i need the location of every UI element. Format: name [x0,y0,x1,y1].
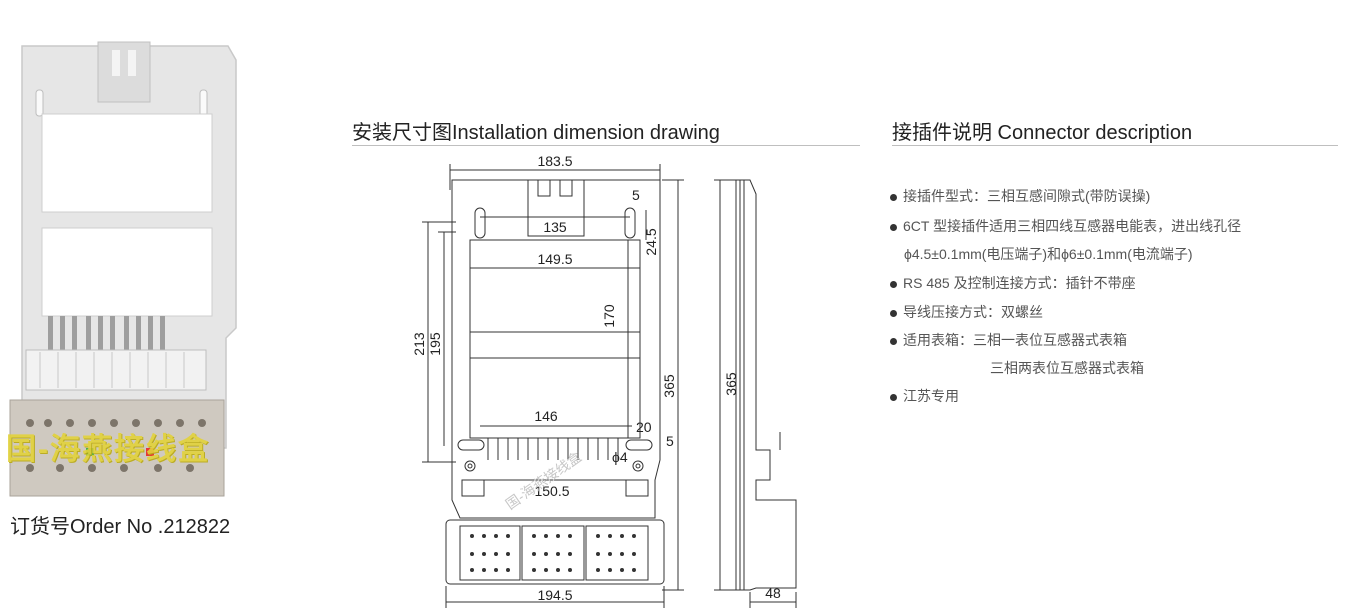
dim-5-bottom: 5 [666,433,674,449]
dim-135: 135 [543,219,567,235]
connector-line: ϕ4.5±0.1mm(电压端子)和ϕ6±0.1mm(电流端子) [904,246,1193,262]
bullet-dot-icon [890,393,897,401]
dim-170: 170 [601,304,617,328]
connector-line: 适用表箱：三相一表位互感器式表箱 [890,330,1127,350]
connector-line: 接插件型式：三相互感间隙式(带防误操) [890,186,1150,206]
product-photo [9,41,237,497]
dim-365-side: 365 [723,372,739,396]
connector-line: 江苏专用 [890,386,959,406]
installation-drawing: 183.5 135 5 24.5 149.5 170 213 195 365 1… [411,153,797,608]
connector-line: RS 485 及控制连接方式：插针不带座 [890,273,1136,293]
bullet-dot-icon [890,337,897,345]
dim-48: 48 [765,585,781,601]
installation-heading: 安装尺寸图Installation dimension drawing [352,122,720,144]
dim-5-top: 5 [632,187,640,203]
dim-149-5: 149.5 [537,251,572,267]
dim-365-front: 365 [661,374,677,398]
dim-150-5: 150.5 [534,483,569,499]
bullet-dot-icon [890,280,897,288]
dim-20: 20 [636,419,652,435]
dim-195: 195 [427,332,443,356]
order-number: 订货号Order No .212822 [10,516,231,538]
dim-194-5: 194.5 [537,587,572,603]
dim-24-5: 24.5 [643,228,659,255]
connector-heading: 接插件说明 Connector description [892,122,1193,144]
dim-183-5: 183.5 [537,153,572,169]
bullet-dot-icon [890,223,897,231]
connector-divider [892,145,1338,146]
bullet-dot-icon [890,309,897,317]
dim-phi4: ϕ4 [612,449,628,465]
connector-line: 导线压接方式：双螺丝 [890,302,1043,322]
dim-146: 146 [534,408,558,424]
connector-line: 6CT 型接插件适用三相四线互感器电能表，进出线孔径 [890,216,1241,236]
product-watermark: 国-海燕接线盒 [6,433,210,466]
bullet-dot-icon [890,193,897,201]
installation-divider [352,145,860,146]
connector-line: 三相两表位互感器式表箱 [990,360,1144,376]
dim-213: 213 [411,332,427,356]
